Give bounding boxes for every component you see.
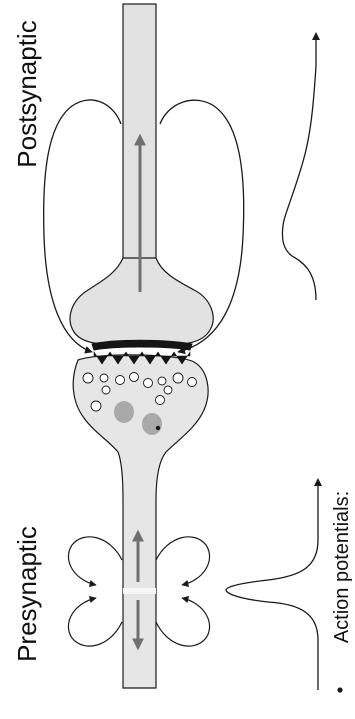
- node-of-ranvier: [123, 588, 156, 594]
- vesicle: [156, 396, 165, 405]
- vesicle: [130, 373, 139, 382]
- vesicle: [164, 386, 172, 394]
- vesicle: [144, 379, 153, 388]
- vesicle: [102, 386, 110, 394]
- presynaptic-ap-trace: [226, 486, 318, 690]
- presynaptic-action-potential: [226, 478, 322, 690]
- presynaptic-upper-left-loop: [68, 537, 122, 585]
- presynaptic-upper-right-loop: [156, 537, 210, 585]
- postsynaptic-action-potential: [282, 32, 320, 300]
- presynaptic-lower-left-loop: [68, 598, 122, 646]
- vesicle: [100, 374, 108, 382]
- vesicle: [116, 376, 125, 385]
- small-dot: [156, 426, 160, 430]
- vesicle: [173, 373, 183, 383]
- presynaptic-lower-right-loop: [156, 598, 210, 646]
- postsynaptic-label: Postsynaptic: [12, 20, 42, 167]
- trace-end-marker: [312, 32, 320, 40]
- bottom-dot: [337, 687, 342, 692]
- presynaptic-neuron: [73, 352, 208, 688]
- vesicle-cluster: [142, 413, 162, 435]
- action-potentials-label: Action potentials:: [331, 491, 353, 643]
- trace-end-marker: [314, 478, 322, 486]
- postsynaptic-ap-trace: [282, 40, 316, 300]
- vesicle: [91, 401, 101, 411]
- presynaptic-label: Presynaptic: [12, 526, 42, 662]
- vesicle-cluster: [114, 401, 134, 423]
- vesicle: [188, 378, 197, 387]
- postsynaptic-membrane: [92, 340, 192, 350]
- postsynaptic-bulb: [70, 258, 213, 345]
- postsynaptic-neuron: [70, 4, 213, 350]
- vesicle: [83, 373, 93, 383]
- vesicle: [158, 377, 166, 385]
